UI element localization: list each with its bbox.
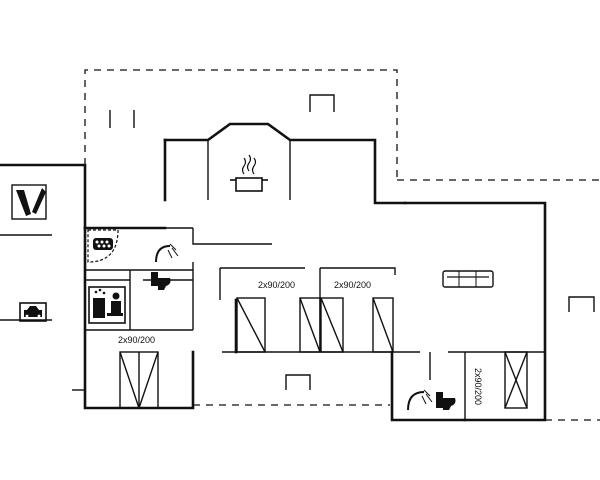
bed-mid-left (236, 297, 321, 353)
sofa-icon (442, 270, 494, 288)
terrace-outlines (84, 69, 600, 421)
cooking-pot-icon (230, 154, 268, 192)
shower-icon-right (407, 389, 433, 411)
whirlpool-icon (87, 229, 119, 263)
window-marks (109, 94, 595, 390)
bed-right (504, 351, 528, 409)
exterior-walls (0, 122, 547, 422)
bed-label-mid-right: 2x90/200 (334, 280, 371, 290)
car-icon (19, 302, 47, 322)
sauna-icon (88, 286, 126, 324)
bed-label-right: 2x90/200 (473, 368, 483, 405)
bed-label-left: 2x90/200 (118, 335, 155, 345)
tools-icon (11, 184, 47, 220)
bed-left (119, 351, 159, 409)
bed-mid-right (320, 297, 394, 353)
toilet-icon (151, 272, 171, 290)
shower-icon (155, 243, 179, 263)
toilet-icon-right (436, 392, 456, 410)
bed-label-mid-left: 2x90/200 (258, 280, 295, 290)
